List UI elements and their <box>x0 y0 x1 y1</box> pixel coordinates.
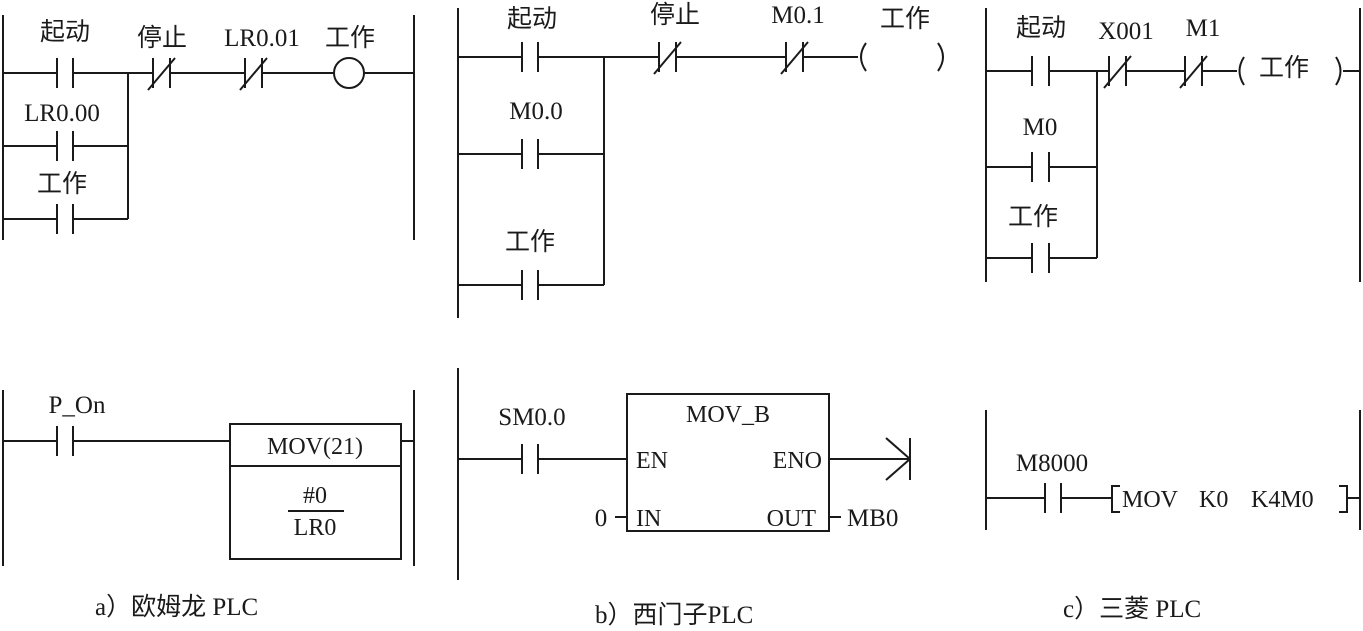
in-value-label: 0 <box>595 505 608 532</box>
mov-instruction-box <box>229 423 402 560</box>
caption-b: b）西门子PLC <box>595 601 753 629</box>
mov-dst-label: K4M0 <box>1251 487 1314 513</box>
panel-a-rung-1: 起动 停止 LR0.01 工作 LR0.00 工作 <box>2 15 415 240</box>
eno-arrow-icon <box>885 437 911 481</box>
m00-label: M0.0 <box>509 98 562 125</box>
mov-dst-label: LR0 <box>294 515 337 541</box>
output-coil <box>1238 56 1342 86</box>
m1-label: M1 <box>1186 15 1221 42</box>
stop-label: 停止 <box>137 24 187 52</box>
panel-c-rung-2: M8000 MOV K0 K4M0 <box>985 410 1361 530</box>
panel-a-rung-2: P_On MOV(21) #0 LR0 <box>2 390 415 566</box>
work-contact-label: 工作 <box>37 170 87 198</box>
panel-b: 起动 停止 M0.1 工作 M0.0 工作 SM0.0 MOV_B EN ENO <box>457 1 944 629</box>
caption-a: a）欧姆龙 PLC <box>95 593 258 621</box>
panel-a: 起动 停止 LR0.01 工作 LR0.00 工作 P_On MOV(21) #… <box>2 15 415 621</box>
start-label: 起动 <box>1016 14 1066 42</box>
lr001-label: LR0.01 <box>224 25 300 52</box>
m0-contact-no <box>1031 152 1050 182</box>
p-on-label: P_On <box>49 392 106 419</box>
sm00-label: SM0.0 <box>498 404 565 431</box>
out-value-label: MB0 <box>847 505 898 532</box>
m0-label: M0 <box>1023 114 1058 141</box>
panel-c: 起动 X001 M1 工作 M0 工作 M8000 MOV K0 K4M0 <box>985 8 1361 623</box>
work-contact-no <box>56 204 74 234</box>
in-pin-label: IN <box>636 506 661 532</box>
output-label: 工作 <box>325 24 375 52</box>
stop-label: 停止 <box>650 1 700 29</box>
start-label: 起动 <box>40 18 90 46</box>
panel-b-rung-2: SM0.0 MOV_B EN ENO IN OUT 0 MB0 <box>457 368 911 580</box>
eno-pin-label: ENO <box>773 448 822 474</box>
work-contact-label: 工作 <box>505 228 555 256</box>
out-pin-label: OUT <box>767 506 817 532</box>
mov-src-label: #0 <box>303 483 327 509</box>
x001-label: X001 <box>1098 18 1154 45</box>
m8000-contact-no <box>1044 483 1062 513</box>
mov-instr-label: MOV <box>1122 487 1179 513</box>
m01-label: M0.1 <box>771 2 824 29</box>
lr000-label: LR0.00 <box>24 100 100 127</box>
p-on-contact-no <box>56 426 74 456</box>
start-contact-no <box>56 58 74 88</box>
work-contact-no <box>1031 243 1050 273</box>
start-label: 起动 <box>507 5 557 33</box>
output-coil <box>333 57 365 89</box>
output-label: 工作 <box>1259 54 1309 82</box>
panel-b-rung-1: 起动 停止 M0.1 工作 M0.0 工作 <box>457 1 944 318</box>
caption-c: c）三菱 PLC <box>1063 595 1201 623</box>
sm00-contact-no <box>521 444 539 474</box>
mov-b-title: MOV_B <box>686 402 770 428</box>
en-pin-label: EN <box>636 448 668 474</box>
start-contact-no <box>521 42 539 72</box>
output-label: 工作 <box>880 5 930 33</box>
work-contact-no <box>521 270 539 300</box>
work-contact-label: 工作 <box>1008 203 1058 231</box>
mov-b-block <box>626 393 830 532</box>
output-coil <box>860 42 944 72</box>
start-contact-no <box>1031 56 1050 86</box>
lr000-contact-no <box>56 131 74 161</box>
mov-src-label: K0 <box>1199 487 1228 513</box>
m8000-label: M8000 <box>1016 450 1088 477</box>
m00-contact-no <box>521 139 539 169</box>
mov-instr-label: MOV(21) <box>267 434 363 460</box>
panel-c-rung-1: 起动 X001 M1 工作 M0 工作 <box>985 8 1361 282</box>
